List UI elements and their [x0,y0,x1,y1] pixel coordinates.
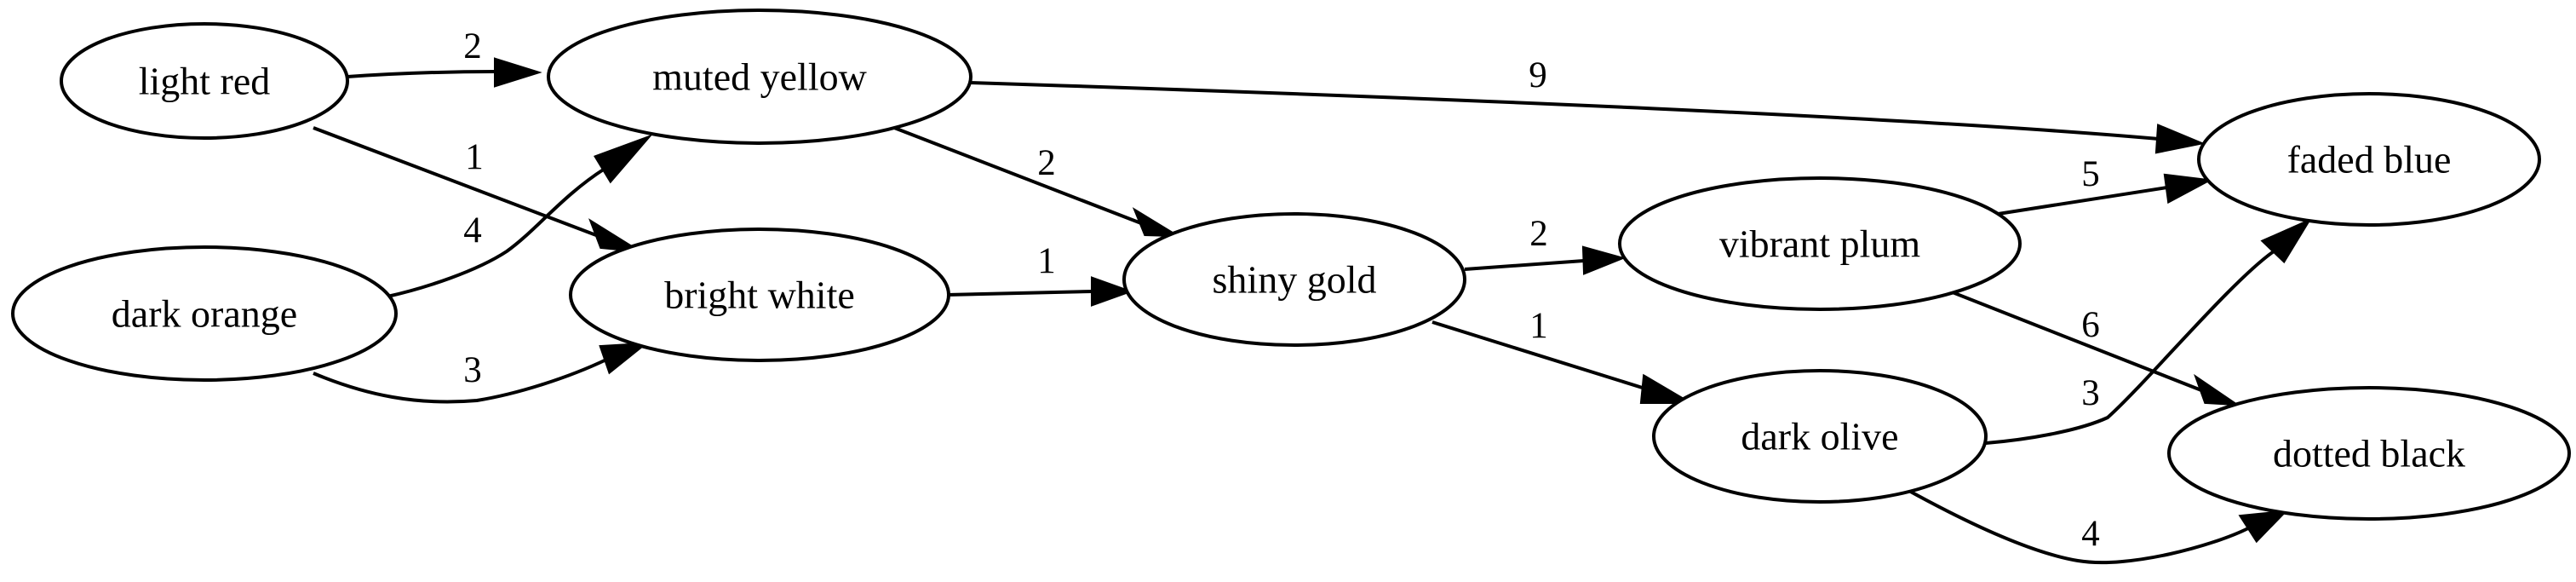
edge-shiny-gold-to-vibrant-plum: 2 [1464,214,1626,275]
edge-weight-label: 1 [1529,306,1548,346]
arrowhead [594,134,653,184]
edge-vibrant-plum-to-dotted-black: 6 [1945,288,2241,406]
node-label: muted yellow [652,55,867,99]
arrowhead [1639,373,1695,404]
node-label: dark orange [112,292,297,336]
edge-muted-yellow-to-shiny-gold: 2 [889,124,1182,238]
edge-bright-white-to-shiny-gold: 1 [946,241,1133,307]
edge-line [313,358,607,404]
edge-dark-orange-to-muted-yellow: 4 [387,134,653,298]
edge-line [1431,320,1649,391]
node-dotted-black: dotted black [2167,386,2571,521]
node-label: dotted black [2273,432,2465,475]
node-vibrant-plum: vibrant plum [1618,176,2022,311]
node-ellipse [547,9,972,145]
node-ellipse [1652,369,1988,504]
edge-line [1985,250,2275,445]
edge-weight-label: 2 [463,26,482,66]
node-label: faded blue [2287,138,2452,182]
node-muted-yellow: muted yellow [547,9,972,145]
node-label: dark olive [1741,415,1898,458]
node-dark-olive: dark olive [1652,369,1988,504]
arrowhead [494,57,542,88]
edge-light-red-to-muted-yellow: 2 [347,26,542,88]
edges: 2 1 4 3 9 2 [313,26,2313,565]
node-ellipse [569,228,950,362]
edge-vibrant-plum-to-faded-blue: 5 [1992,154,2213,216]
edge-line [946,290,1093,297]
edge-weight-label: 4 [2081,514,2100,554]
edge-weight-label: 6 [2081,305,2100,345]
edge-line [970,81,2160,141]
node-ellipse [1618,176,2022,311]
node-faded-blue: faded blue [2197,92,2541,227]
edge-weight-label: 1 [465,137,484,177]
node-label: vibrant plum [1719,222,1921,266]
node-ellipse [1122,212,1466,347]
arrowhead [1581,245,1626,275]
arrowhead [1091,276,1133,307]
node-bright-white: bright white [569,228,950,362]
node-label: shiny gold [1213,258,1377,302]
arrowhead [588,218,639,252]
arrowhead [1132,207,1182,238]
node-label: light red [139,60,271,103]
node-ellipse [11,245,398,382]
edge-weight-label: 2 [1529,214,1548,254]
arrowhead [2194,373,2241,406]
edge-weight-label: 4 [463,210,482,251]
edge-weight-label: 9 [1529,55,1547,95]
edge-line [889,124,1142,225]
edge-dark-orange-to-bright-white: 3 [313,342,650,404]
arrowhead [2238,510,2289,544]
edge-line [1464,259,1585,271]
arrowhead [2260,217,2313,264]
edge-dark-olive-to-faded-blue: 3 [1985,217,2313,445]
edge-line [1907,488,2249,565]
edge-light-red-to-bright-white: 1 [313,126,639,252]
node-ellipse [60,22,349,140]
arrowhead [2154,124,2206,154]
edge-line [1992,186,2168,216]
node-ellipse [2167,386,2571,521]
node-label: bright white [664,274,855,317]
edge-line [387,167,606,298]
node-dark-orange: dark orange [11,245,398,382]
node-shiny-gold: shiny gold [1122,212,1466,347]
nodes: light red muted yellow dark orange brigh… [11,9,2571,521]
edge-weight-label: 1 [1037,241,1056,281]
edge-weight-label: 2 [1037,143,1056,183]
edge-line [1945,288,2202,392]
edge-line [313,126,597,237]
edge-muted-yellow-to-faded-blue: 9 [970,55,2206,154]
edge-weight-label: 5 [2081,154,2100,194]
edge-shiny-gold-to-dark-olive: 1 [1431,306,1695,404]
edge-dark-olive-to-dotted-black: 4 [1907,488,2289,565]
node-ellipse [2197,92,2541,227]
edge-weight-label: 3 [463,350,482,390]
edge-line [347,70,496,78]
arrowhead [599,342,650,375]
arrowhead [2163,173,2213,205]
node-light-red: light red [60,22,349,140]
edge-weight-label: 3 [2081,373,2100,413]
